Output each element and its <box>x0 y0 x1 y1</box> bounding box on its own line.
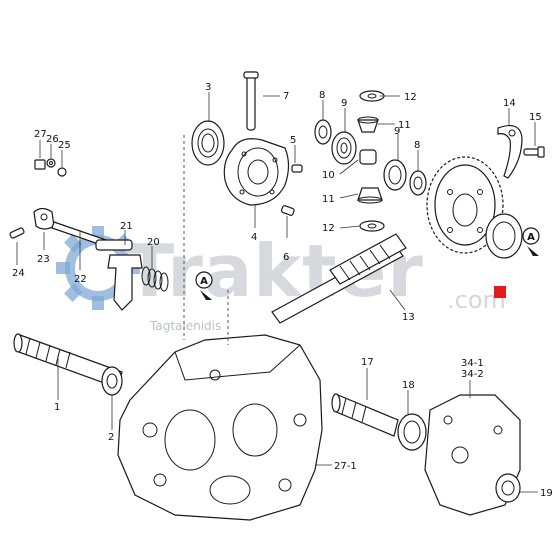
part-11-pinion-top <box>357 116 379 133</box>
part-8-washer-bottom <box>409 170 427 196</box>
callout-12b: 12 <box>322 223 335 234</box>
red-square-marker <box>494 286 506 298</box>
callout-labels: 3 7 8 9 12 11 9 9 8 5 10 11 12 4 6 13 14… <box>12 82 553 499</box>
callout-21: 21 <box>120 221 133 232</box>
watermark-brand: Trakter <box>125 229 424 313</box>
left-linkage <box>9 158 169 311</box>
callout-19: 19 <box>540 488 553 499</box>
callout-12: 12 <box>404 92 417 103</box>
callout-9-right: 9 <box>394 126 400 137</box>
callout-11b: 11 <box>322 194 335 205</box>
callout-27-1: 27-1 <box>334 461 357 472</box>
callout-24: 24 <box>12 268 25 279</box>
part-9-side-gear-left <box>331 131 357 165</box>
callout-17: 17 <box>361 357 374 368</box>
watermark: Trakter .com Tagtalenidis <box>56 226 506 333</box>
callout-27: 27 <box>34 129 47 140</box>
callout-8: 8 <box>319 90 325 101</box>
part-26-washer <box>46 158 56 168</box>
callout-15: 15 <box>529 112 542 123</box>
part-15-bolt <box>523 146 545 158</box>
callout-14: 14 <box>503 98 516 109</box>
watermark-tagline: Tagtalenidis <box>149 319 221 333</box>
callout-3: 3 <box>205 82 211 93</box>
callout-20: 20 <box>147 237 160 248</box>
part-10-block <box>359 149 377 165</box>
part-23-clevis <box>33 207 55 230</box>
callout-5: 5 <box>290 135 296 146</box>
part-18-bearing <box>397 413 427 451</box>
part-27-nut <box>34 159 46 170</box>
part-9-side-gear-right <box>383 159 407 191</box>
callout-11: 11 <box>398 120 411 131</box>
callout-22: 22 <box>74 274 87 285</box>
part-11-pinion-bottom <box>357 187 383 204</box>
part-3-bearing <box>191 120 225 166</box>
callout-7: 7 <box>283 91 289 102</box>
differential-assembly <box>191 71 545 324</box>
part-27-1-transmission-housing <box>117 334 323 521</box>
part-14-lever <box>497 125 523 179</box>
callout-2: 2 <box>108 432 114 443</box>
part-12-washer-bottom <box>359 220 385 232</box>
part-13-drive-pinion-shaft <box>271 233 407 324</box>
part-8-washer-top <box>314 119 332 145</box>
callout-6: 6 <box>283 252 289 263</box>
part-20-spring <box>141 266 169 292</box>
callout-23: 23 <box>37 254 50 265</box>
callout-1: 1 <box>54 402 60 413</box>
marker-a-left: A <box>195 271 213 300</box>
part-ring-gear <box>426 156 504 254</box>
input-shaft-assembly <box>13 333 123 396</box>
callout-34-2: 34-2 <box>461 369 484 380</box>
svg-text:A: A <box>527 232 535 243</box>
part-25-pin <box>57 167 67 177</box>
callout-13: 13 <box>402 312 415 323</box>
callout-4: 4 <box>251 232 257 243</box>
part-6-pin <box>280 205 295 216</box>
callout-10: 10 <box>322 170 335 181</box>
leader-lines <box>16 92 538 493</box>
part-7-pin-shaft <box>243 71 259 131</box>
part-21-shift-fork <box>95 239 143 311</box>
part-19-seal <box>495 473 521 503</box>
callout-18: 18 <box>402 380 415 391</box>
part-24-bolt <box>9 227 25 239</box>
callout-25: 25 <box>58 140 71 151</box>
callout-9: 9 <box>341 98 347 109</box>
svg-text:A: A <box>200 276 208 287</box>
callout-26: 26 <box>46 134 59 145</box>
part-bearing-right <box>485 213 523 259</box>
right-lower-assembly <box>331 393 521 516</box>
marker-a-right: A <box>522 227 540 256</box>
part-2-collar <box>101 366 123 396</box>
part-4-differential-case <box>223 138 290 206</box>
callout-34-1: 34-1 <box>461 358 484 369</box>
part-5-pin <box>291 164 303 173</box>
part-17-output-shaft <box>331 393 399 437</box>
callout-8b: 8 <box>414 140 420 151</box>
